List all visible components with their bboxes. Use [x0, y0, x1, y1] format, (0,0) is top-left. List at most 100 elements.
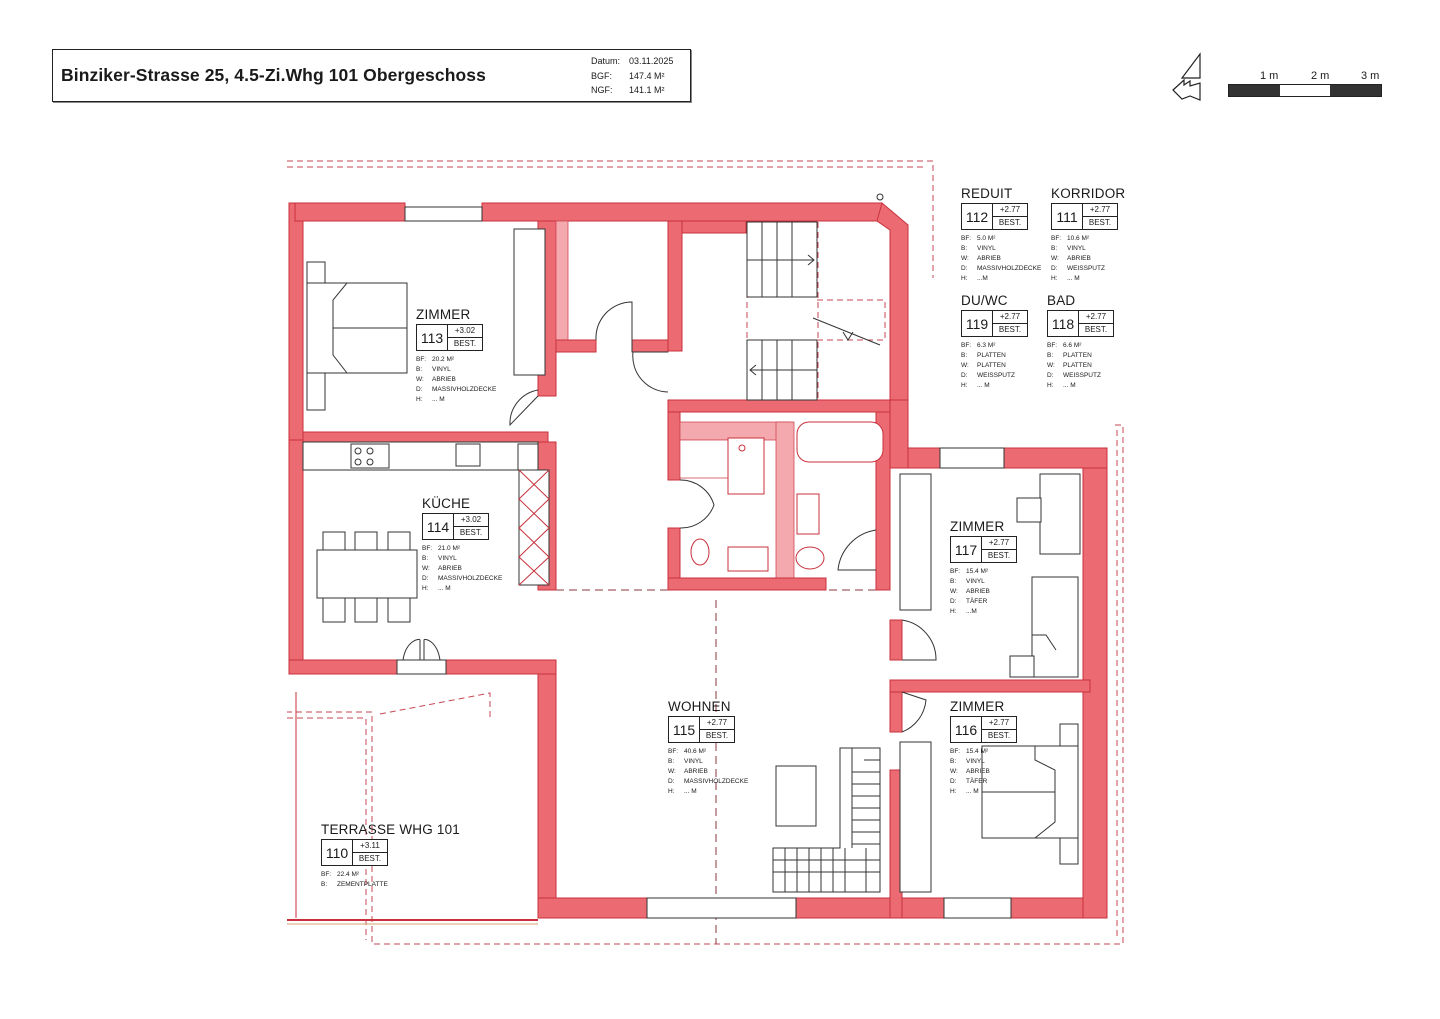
attribute-text: BEST.: [998, 218, 1022, 227]
attribute-text: VINYL: [966, 578, 985, 585]
attribute-text: W:: [961, 255, 969, 262]
attribute-text: MASSIVHOLZDECKE: [438, 575, 503, 582]
attribute-text: 117: [951, 537, 982, 562]
attribute-text: BF:: [416, 356, 427, 363]
attribute-text: BGF:: [591, 70, 613, 81]
attribute-text: BEST.: [453, 339, 477, 348]
plan-title: Binziker-Strasse 25, 4.5-Zi.Whg 101 Ober…: [61, 65, 486, 85]
attribute-text: ABRIEB: [684, 768, 708, 775]
attribute-text: 113: [417, 325, 448, 350]
exterior-walls: [288, 202, 1108, 919]
attribute-text: MASSIVHOLZDECKE: [432, 386, 497, 393]
attribute-text: B:: [321, 881, 328, 888]
attribute-text: W:: [961, 362, 969, 369]
attribute-text: PLATTEN: [977, 362, 1006, 369]
attribute-text: 118: [1048, 311, 1079, 336]
attribute-text: ABRIEB: [966, 768, 990, 775]
attribute-text: W:: [950, 588, 958, 595]
scale-label-3m: 3 m: [1361, 70, 1380, 82]
attribute-text: ... M: [684, 788, 697, 795]
attribute-text: 116: [951, 717, 982, 742]
bed-117: [1009, 576, 1079, 678]
marker-circle: [876, 193, 884, 201]
attribute-text: MASSIVHOLZDECKE: [977, 265, 1042, 272]
scale-segment-3: [1330, 85, 1382, 96]
attribute-text: ZIMMER: [416, 307, 471, 322]
attribute-text: H:: [1047, 382, 1054, 389]
attribute-text: D:: [1047, 372, 1054, 379]
attribute-text: ...M: [977, 275, 988, 282]
attribute-text: H:: [422, 585, 429, 592]
attribute-text: VINYL: [684, 758, 703, 765]
attribute-text: D:: [416, 386, 423, 393]
attribute-text: ABRIEB: [966, 588, 990, 595]
attribute-text: Datum:: [591, 56, 621, 66]
attribute-text: VINYL: [966, 758, 985, 765]
meta-ngf: NGF:141.1 M²: [591, 83, 673, 98]
attribute-text: 20.2 M²: [432, 356, 455, 363]
attribute-text: ZIMMER: [950, 699, 1005, 714]
room-attributes: BF:40.6 M² B:VINYL W:ABRIEB D:MASSIVHOLZ…: [668, 747, 748, 797]
attribute-text: +3.11: [353, 840, 387, 853]
dashed-property-outline: [287, 160, 1124, 945]
attribute-text: PLATTEN: [1063, 362, 1092, 369]
attribute-text: D:: [668, 778, 675, 785]
attribute-text: 40.6 M²: [684, 748, 707, 755]
attribute-text: VINYL: [432, 366, 451, 373]
attribute-text: 6.3 M²: [977, 342, 996, 349]
wardrobe-116: [899, 741, 932, 893]
wardrobe-117: [899, 473, 932, 611]
attribute-text: WEISSPUTZ: [1067, 265, 1105, 272]
attribute-text: 5.0 M²: [977, 235, 996, 242]
attribute-text: B:: [961, 352, 968, 359]
scale-bar: 1 m 2 m 3 m: [1228, 70, 1382, 97]
attribute-text: ... M: [977, 382, 990, 389]
room-attributes: BF:21.0 M² B:VINYL W:ABRIEB D:MASSIVHOLZ…: [422, 544, 502, 594]
attribute-text: 03.11.2025: [629, 56, 674, 66]
coffee-table: [775, 765, 817, 827]
attribute-text: ... M: [432, 396, 445, 403]
attribute-text: W:: [668, 768, 676, 775]
attribute-text: 22.4 M²: [337, 871, 360, 878]
room-attributes: BF:6.6 M² B:PLATTEN W:PLATTEN D:WEISSPUT…: [1047, 341, 1114, 391]
attribute-text: 111: [1052, 204, 1083, 229]
attribute-text: VINYL: [977, 245, 996, 252]
sofa-corner: [772, 747, 881, 893]
attribute-text: H:: [950, 788, 957, 795]
attribute-text: B:: [961, 245, 968, 252]
attribute-text: D:: [950, 778, 957, 785]
attribute-text: BAD: [1047, 293, 1076, 308]
attribute-text: +2.77: [982, 537, 1016, 550]
attribute-text: BEST.: [998, 325, 1022, 334]
attribute-text: 6.6 M²: [1063, 342, 1082, 349]
attribute-text: D:: [950, 598, 957, 605]
attribute-text: H:: [961, 382, 968, 389]
kitchen-counter: [302, 441, 550, 586]
attribute-text: TÄFER: [966, 778, 988, 785]
attribute-text: 112: [962, 204, 993, 229]
attribute-text: W:: [422, 565, 430, 572]
bed-116: [981, 723, 1079, 865]
attribute-text: BEST.: [705, 731, 729, 740]
wardrobe-113: [513, 228, 546, 376]
attribute-text: DU/WC: [961, 293, 1008, 308]
attribute-text: WEISSPUTZ: [977, 372, 1015, 379]
attribute-text: KORRIDOR: [1051, 186, 1126, 201]
dining-table: [316, 531, 418, 623]
scale-label-1m: 1 m: [1260, 70, 1279, 82]
attribute-text: ...M: [966, 608, 977, 615]
attribute-text: H:: [1051, 275, 1058, 282]
